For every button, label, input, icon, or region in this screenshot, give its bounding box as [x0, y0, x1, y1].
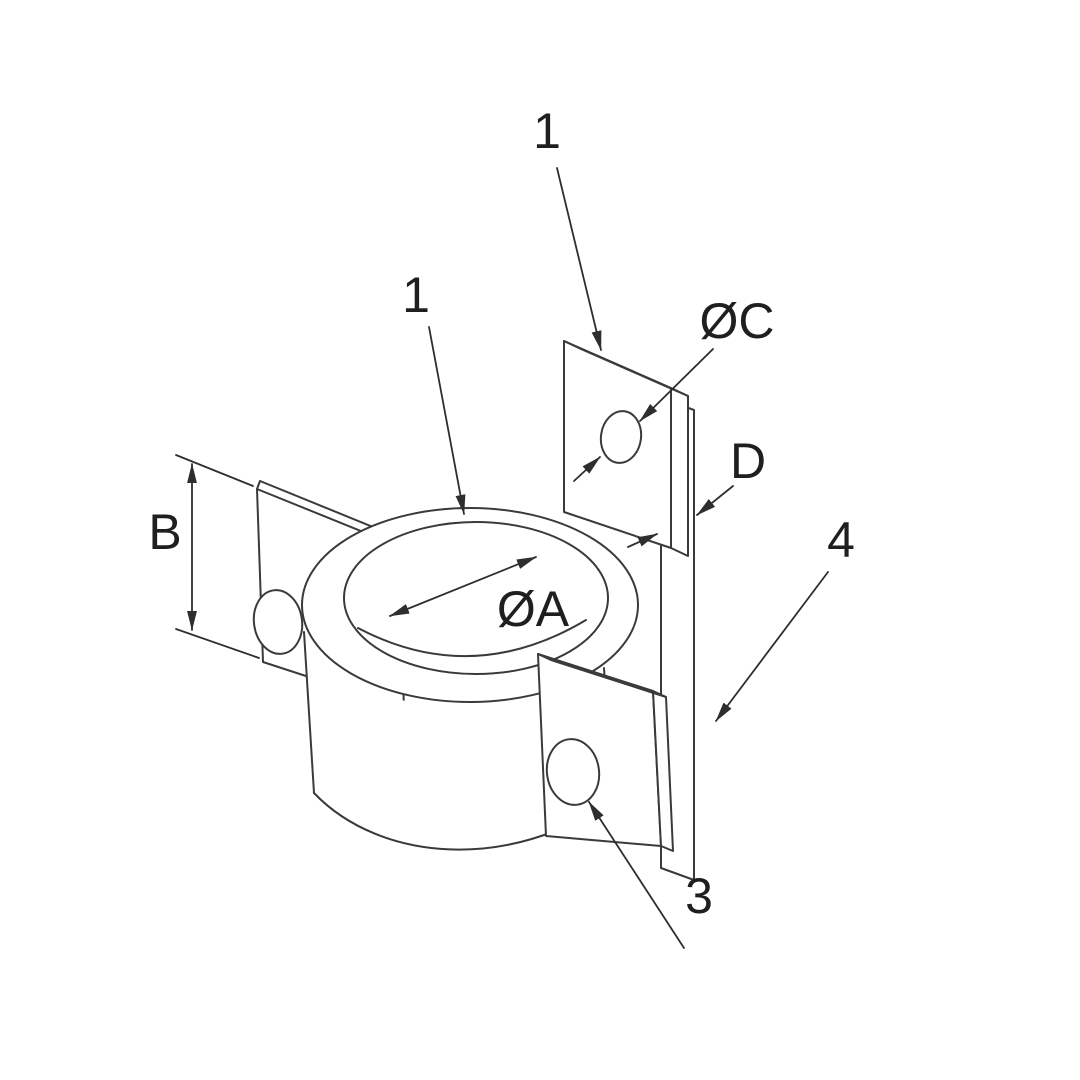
cylinder-body-fill	[304, 632, 612, 850]
arrow-dim-d-right	[696, 485, 734, 516]
left-tab-hole	[252, 589, 304, 655]
bore-inner-wall-edge	[357, 619, 587, 657]
annotation-labels: 1 1 ØC D B ØA 4 3	[148, 103, 855, 924]
label-callout-1-top: 1	[533, 103, 561, 159]
leader-callout-1-left	[428, 326, 466, 515]
dimension-line-dia-a	[389, 556, 537, 617]
label-callout-1-left: 1	[402, 267, 430, 323]
label-callout-4: 4	[827, 512, 855, 568]
label-dim-d: D	[730, 433, 766, 489]
left-tab-top-edge	[256, 480, 401, 539]
leader-callout-3	[588, 801, 685, 949]
leader-dia-c	[639, 348, 714, 422]
lower-tab-hole	[545, 738, 601, 806]
extension-line-b-bottom	[175, 628, 260, 659]
label-dia-a: ØA	[497, 581, 570, 637]
label-dia-c: ØC	[700, 293, 775, 349]
upper-tab-top-edge	[563, 340, 689, 397]
cylinder-left-edge	[303, 631, 315, 794]
arrow-dia-c-opposite	[573, 456, 601, 482]
label-dim-b: B	[148, 504, 181, 560]
lower-tab-top-edge	[537, 653, 667, 698]
upper-tab-thickness	[670, 387, 689, 557]
upper-tab-hole	[599, 410, 643, 464]
arrow-dim-d-left	[627, 533, 658, 548]
extension-line-b-top	[175, 454, 254, 487]
clamp-part-geometry	[252, 340, 695, 881]
leader-callout-1-top	[556, 167, 602, 351]
dimension-annotations	[175, 167, 829, 949]
label-callout-3: 3	[685, 868, 713, 924]
leader-callout-4	[715, 571, 829, 722]
